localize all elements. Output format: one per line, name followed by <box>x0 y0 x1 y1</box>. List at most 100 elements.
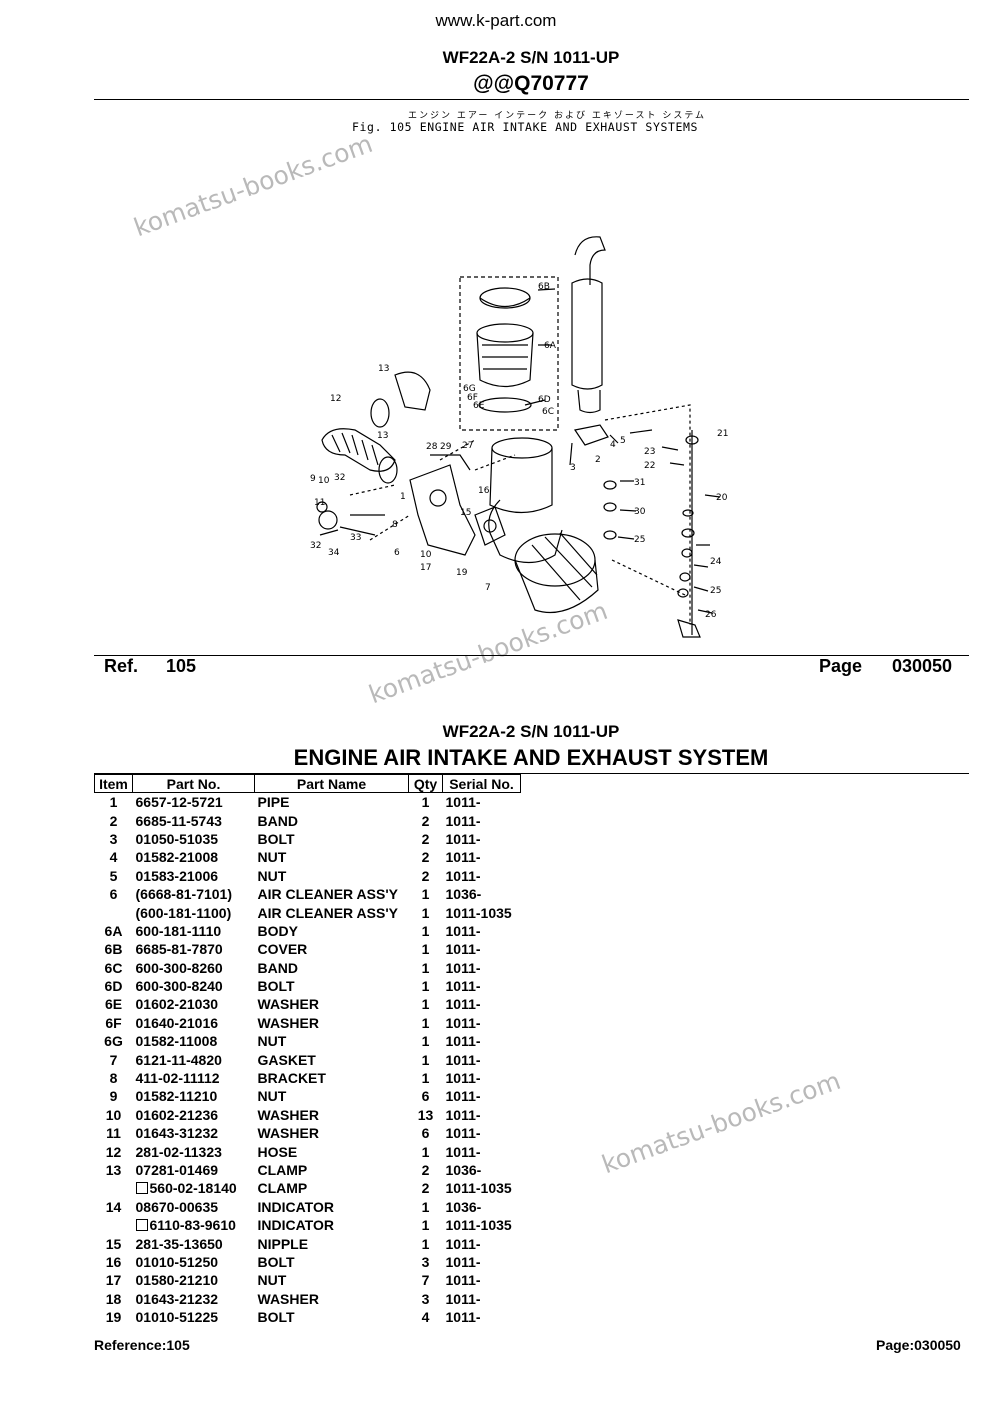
row-part-name-text: NUT <box>257 867 287 884</box>
row-item-text: 1 <box>109 794 118 811</box>
row-serial-no-text: 1036- <box>445 1198 482 1215</box>
row-part-name: BOLT <box>255 977 409 995</box>
row-part-no-text: 01602-21236 <box>135 1106 219 1123</box>
row-part-name: WASHER <box>255 995 409 1013</box>
row-item-text: 6B <box>104 941 123 958</box>
row-item-text: 11 <box>106 1125 121 1142</box>
row-part-name: NUT <box>255 1271 409 1289</box>
row-item-text: 2 <box>109 812 118 829</box>
row-part-no-text: 08670-00635 <box>135 1198 219 1215</box>
row-part-no-text: 600-181-1110 <box>135 922 222 939</box>
row-qty-text: 1 <box>421 1143 430 1160</box>
row-part-name-text: WASHER <box>257 1290 319 1307</box>
row-part-name-text: GASKET <box>257 1051 316 1068</box>
row-part-no-text: 01580-21210 <box>135 1272 219 1289</box>
row-item: 6D <box>95 977 133 995</box>
row-qty-text: 1 <box>421 959 430 976</box>
row-serial-no: 1011-1035 <box>443 1179 521 1197</box>
row-qty-text: 4 <box>421 1309 430 1326</box>
row-item <box>95 1216 133 1234</box>
row-qty: 1 <box>409 1050 443 1068</box>
row-serial-no-text: 1011- <box>445 922 481 939</box>
row-part-name-text: INDICATOR <box>257 1217 334 1234</box>
row-serial-no: 1011- <box>443 1124 521 1142</box>
row-item: 11 <box>95 1124 133 1142</box>
callout-15: 15 <box>460 508 471 518</box>
row-item: 4 <box>95 848 133 866</box>
header-qty: Qty <box>408 774 443 793</box>
footer-reference: Reference:105 <box>94 1337 190 1353</box>
row-serial-no: 1011- <box>443 959 521 977</box>
row-qty: 6 <box>409 1124 443 1142</box>
row-serial-no-text: 1011- <box>445 1309 481 1326</box>
row-qty-text: 2 <box>421 812 430 829</box>
row-serial-no-text: 1011-1035 <box>445 1217 512 1234</box>
callout-17: 17 <box>420 563 431 573</box>
row-part-no: 560-02-18140 <box>133 1179 255 1197</box>
exhaust-pipe-top <box>574 236 606 285</box>
callout-6D: 6D <box>538 395 551 405</box>
row-qty: 7 <box>409 1271 443 1289</box>
row-item: 6B <box>95 940 133 958</box>
callout-31: 31 <box>634 478 645 488</box>
row-qty-text: 2 <box>421 1162 430 1178</box>
row-serial-no-text: 1011- <box>445 1143 481 1160</box>
callout-13-lower: 13 <box>377 431 388 441</box>
callout-23: 23 <box>644 447 655 457</box>
row-item: 2 <box>95 811 133 829</box>
callout-6E: 6E <box>473 401 485 411</box>
row-part-name: WASHER <box>255 1124 409 1142</box>
row-part-name-text: PIPE <box>257 794 290 811</box>
row-qty: 13 <box>409 1106 443 1124</box>
row-qty: 1 <box>409 940 443 958</box>
row-part-no-text: 01583-21006 <box>135 867 219 884</box>
row-part-name-text: WASHER <box>257 1014 319 1031</box>
cover-part <box>479 287 531 309</box>
row-part-no: 600-300-8260 <box>133 959 255 977</box>
row-part-name-text: BAND <box>257 959 298 976</box>
exploded-parts-diagram: 6B 6A 6G 6F 6E 6D 6C 13 12 13 28 29 27 9… <box>310 236 728 638</box>
row-serial-no: 1011- <box>443 811 521 829</box>
row-qty-text: 2 <box>421 830 430 847</box>
callout-8: 8 <box>392 520 398 530</box>
callout-32-upper: 32 <box>334 473 345 483</box>
callout-20: 20 <box>716 493 728 503</box>
row-serial-no-text: 1011- <box>445 1253 481 1270</box>
row-item-text: 7 <box>109 1051 118 1068</box>
callout-32-lower: 32 <box>310 541 321 551</box>
row-part-no: 01580-21210 <box>133 1271 255 1289</box>
row-qty-text: 1 <box>421 1235 430 1252</box>
callout-10-lower: 10 <box>420 550 432 560</box>
row-part-no: 600-300-8240 <box>133 977 255 995</box>
row-serial-no: 1036- <box>443 885 521 903</box>
row-part-no: 6685-81-7870 <box>133 940 255 958</box>
row-qty-text: 6 <box>421 1088 430 1105</box>
row-part-no: 6657-12-5721 <box>133 793 255 812</box>
row-part-no: 01050-51035 <box>133 830 255 848</box>
row-serial-no: 1011- <box>443 793 521 812</box>
row-qty-text: 6 <box>421 1125 430 1142</box>
row-part-name: BOLT <box>255 1253 409 1271</box>
row-part-name: COVER <box>255 940 409 958</box>
row-item-text: 3 <box>109 830 118 847</box>
row-part-name: BODY <box>255 922 409 940</box>
row-qty: 4 <box>409 1308 443 1326</box>
row-part-name-text: AIR CLEANER ASS'Y <box>257 886 399 903</box>
row-serial-no: 1011- <box>443 1308 521 1326</box>
row-item-text: 14 <box>105 1198 122 1215</box>
callout-13-upper: 13 <box>378 364 389 374</box>
row-part-name-text: BOLT <box>257 830 295 847</box>
callout-7: 7 <box>485 583 491 593</box>
page-label: Page <box>819 656 863 676</box>
row-part-name: BOLT <box>255 1308 409 1326</box>
row-part-no: 01602-21236 <box>133 1106 255 1124</box>
row-part-name: HOSE <box>255 1142 409 1160</box>
row-item-text: 13 <box>105 1162 122 1178</box>
